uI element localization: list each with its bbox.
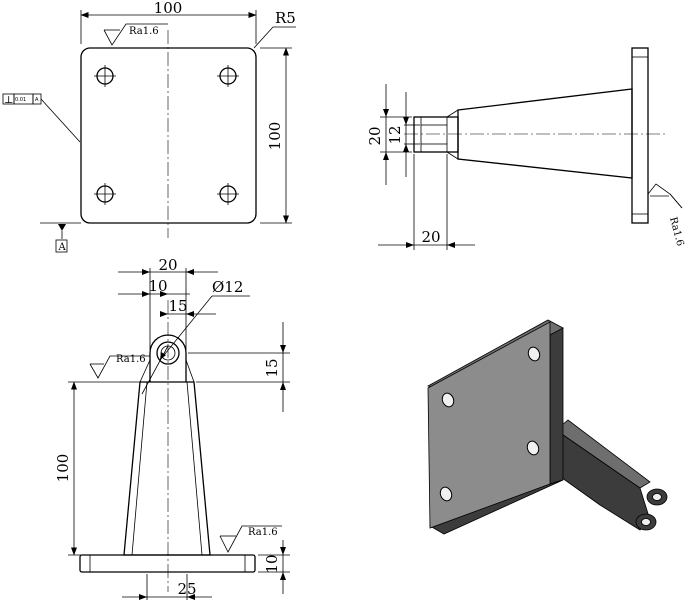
front-corner-radius-text: R5 — [275, 9, 296, 27]
side-roughness-text: Ra1.6 — [667, 216, 685, 247]
top-roughness-left-text: Ra1.6 — [116, 354, 146, 365]
top-dim-100-text: 100 — [54, 454, 72, 483]
side-dim-20-vertical-text: 20 — [366, 126, 384, 145]
front-view: 100 Ra1.6 R5 100 ⊥ 0.01 A — [2, 0, 296, 253]
top-base-plate — [79, 554, 256, 573]
top-hole-diameter: Ø12 — [159, 278, 250, 361]
top-dim-10: 10 — [118, 277, 190, 297]
side-dim-12-vertical: 12 — [386, 92, 420, 177]
iso-plate-holes — [439, 346, 541, 502]
top-dim-25-text: 25 — [177, 580, 196, 598]
side-dim-20-horizontal: 20 — [378, 154, 475, 250]
front-hole-tl — [94, 65, 116, 87]
side-roughness-symbol: Ra1.6 — [647, 183, 685, 247]
top-dim-15-vertical-text: 15 — [263, 358, 281, 377]
top-dim-20: 20 — [118, 256, 218, 350]
front-height-dimension: 100 — [260, 47, 292, 224]
front-hole-bl — [94, 183, 116, 205]
front-roughness-text: Ra1.6 — [129, 26, 159, 37]
top-roughness-right: Ra1.6 — [219, 525, 282, 553]
front-hole-br — [217, 183, 239, 205]
top-dim-10-vertical-text: 10 — [263, 554, 281, 573]
top-dim-15-horizontal-text: 15 — [168, 297, 187, 315]
top-hole-diameter-text: Ø12 — [212, 278, 243, 296]
top-dim-15-horizontal: 15 — [160, 297, 216, 317]
perp-symbol: ⊥ — [4, 95, 13, 106]
top-dim-10-vertical: 10 — [258, 540, 290, 594]
side-dim-20-horizontal-text: 20 — [421, 228, 440, 246]
top-tapered-arm — [123, 381, 211, 556]
front-plate-outline — [80, 47, 257, 224]
iso-arm-top — [555, 419, 651, 489]
top-roughness-left: Ra1.6 — [89, 345, 169, 395]
perp-datum: A — [35, 97, 39, 103]
perp-tolerance: 0.01 — [15, 97, 26, 103]
side-clevis — [413, 109, 459, 160]
side-dim-20-vertical: 20 — [366, 84, 412, 185]
datum-a: A — [40, 222, 81, 253]
top-roughness-right-text: Ra1.6 — [248, 527, 278, 538]
front-roughness-symbol: Ra1.6 — [103, 23, 168, 46]
iso-clevis — [635, 488, 668, 531]
top-dim-15-vertical: 15 — [188, 322, 290, 412]
side-tapered-arm — [457, 88, 633, 179]
front-width-dimension: 100 — [80, 0, 257, 44]
datum-a-label: A — [58, 242, 67, 253]
perpendicularity-frame: ⊥ 0.01 A — [2, 93, 81, 143]
top-dim-25: 25 — [122, 574, 212, 600]
top-dim-10-text: 10 — [148, 277, 167, 295]
front-width-value: 100 — [154, 0, 183, 17]
iso-plate-right-edge — [549, 321, 564, 485]
side-view: 20 12 20 Ra1.6 — [366, 47, 685, 250]
isometric-view — [427, 319, 668, 535]
top-dim-100: 100 — [54, 381, 140, 556]
side-plate — [631, 47, 649, 224]
top-view: 20 10 15 Ø12 Ra1.6 — [54, 256, 290, 600]
top-dim-20-text: 20 — [158, 256, 177, 274]
iso-plate-front-face — [427, 321, 551, 529]
front-corner-radius: R5 — [253, 9, 296, 49]
front-height-value: 100 — [266, 122, 284, 151]
side-dim-12-vertical-text: 12 — [386, 125, 404, 144]
front-hole-tr — [217, 65, 239, 87]
